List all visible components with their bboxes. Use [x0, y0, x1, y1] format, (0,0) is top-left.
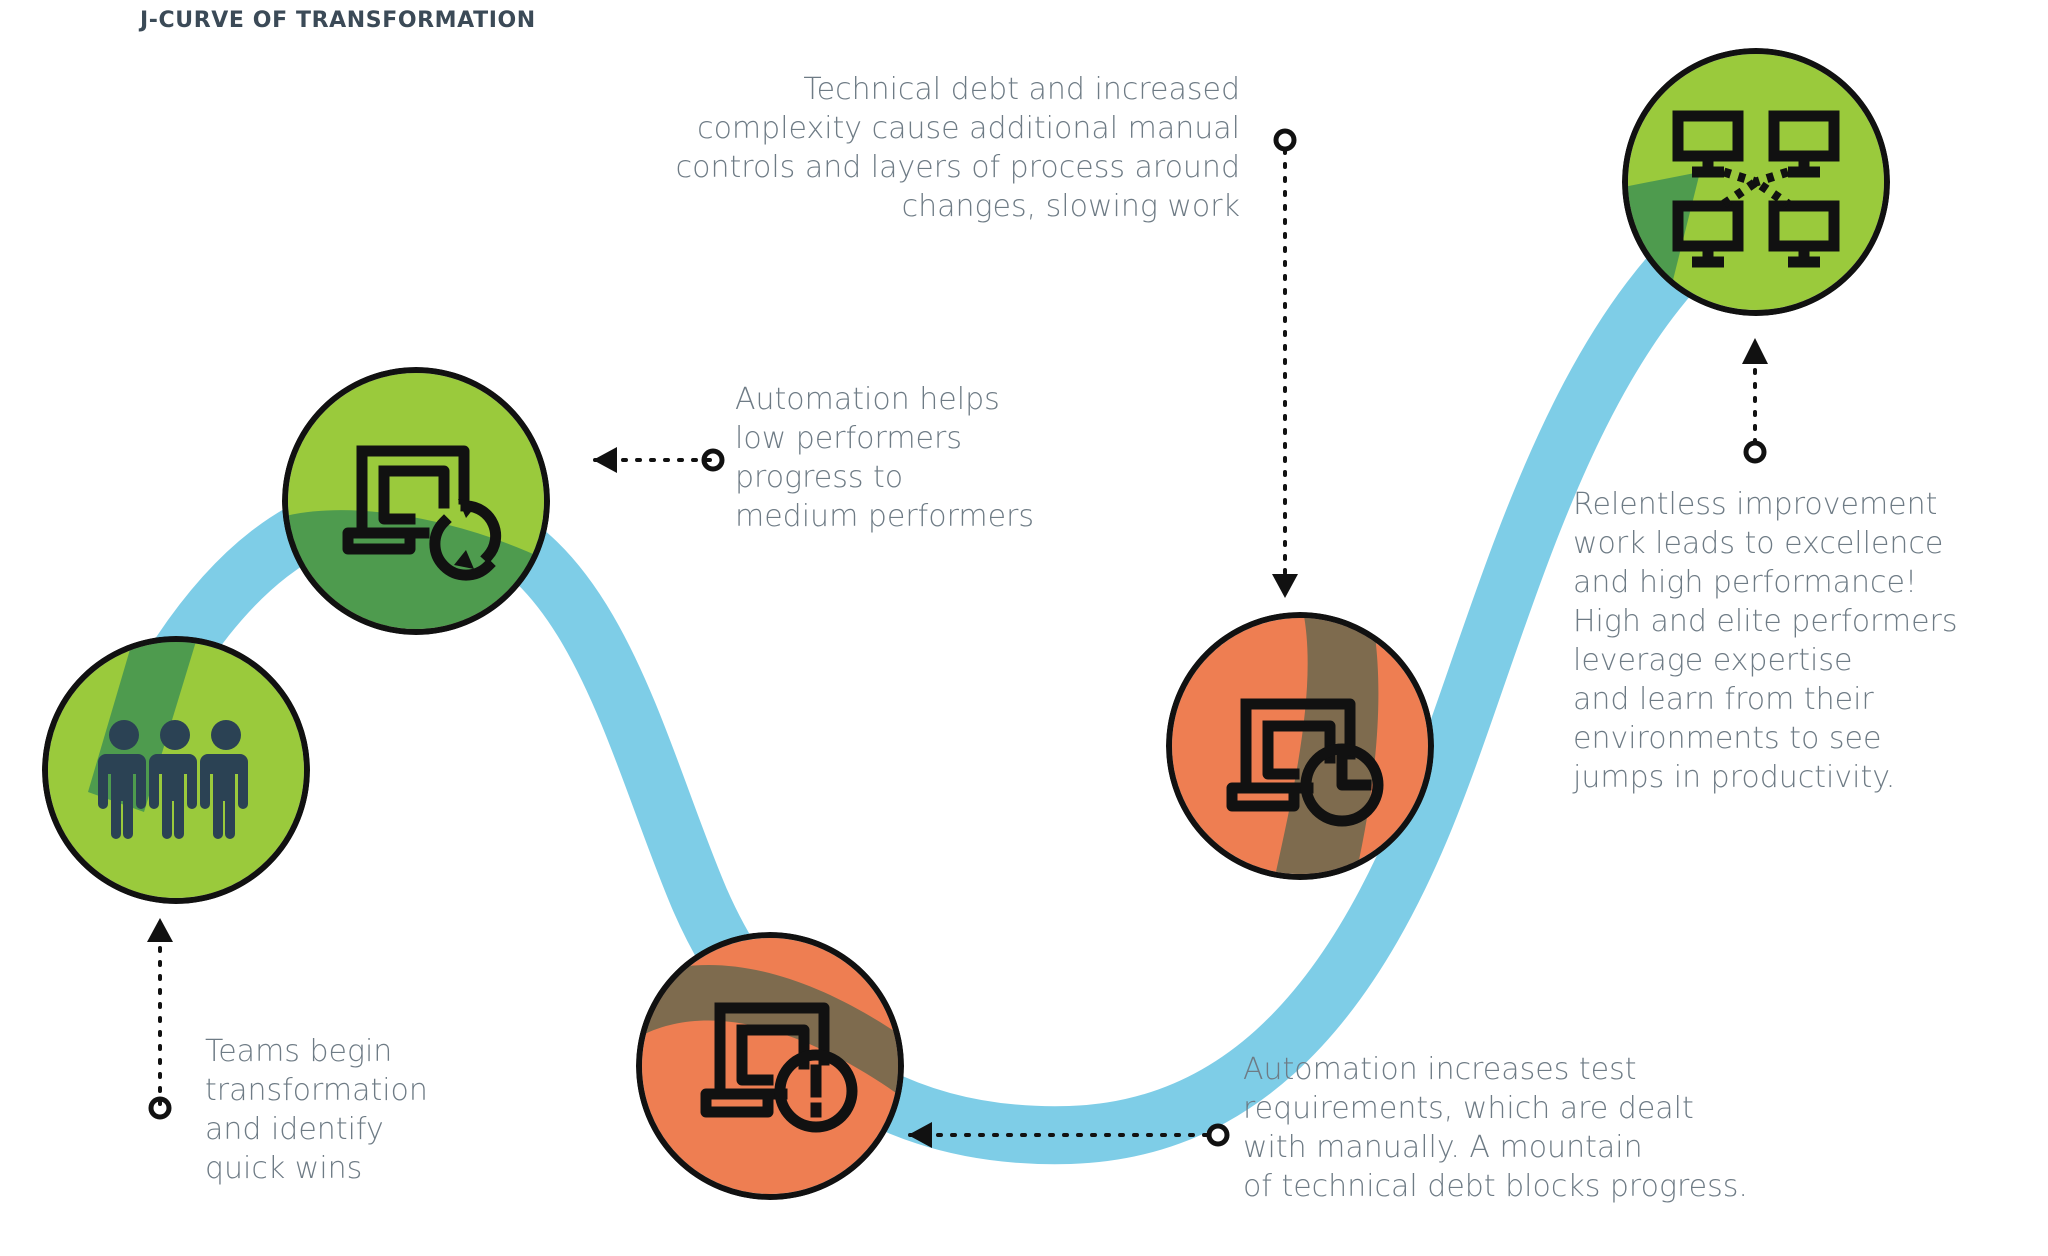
node-automation-ring: [282, 367, 550, 635]
node-slowdown[interactable]: [1166, 612, 1434, 880]
node-warning-ring: [636, 932, 904, 1200]
connector-teams-begin: [147, 918, 173, 1120]
node-excellence-ring: [1622, 48, 1890, 316]
connector-endpoint-dot: [1206, 1123, 1230, 1147]
note-automation-test: Automation increases test requirements, …: [1243, 1052, 1748, 1204]
arrowhead-left-icon: [908, 1122, 932, 1148]
node-teams-ring: [42, 636, 310, 904]
arrowhead-up-icon: [147, 918, 173, 942]
node-warning[interactable]: [636, 932, 904, 1200]
connector-automation-test: [908, 1122, 1230, 1148]
page-title: J-CURVE OF TRANSFORMATION: [140, 8, 536, 33]
connector-relentless-improvement: [1742, 338, 1768, 464]
arrowhead-down-icon: [1272, 574, 1298, 598]
node-slowdown-ring: [1166, 612, 1434, 880]
note-automation-helps: Automation helps low performers progress…: [735, 382, 1035, 534]
connector-endpoint-dot: [1273, 128, 1297, 152]
connector-automation-helps: [593, 447, 725, 473]
node-automation[interactable]: [282, 367, 550, 635]
connector-tech-debt: [1272, 128, 1298, 598]
note-relentless-improvement: Relentless improvement work leads to exc…: [1573, 487, 1958, 795]
connector-endpoint-dot: [148, 1096, 172, 1120]
arrowhead-up-icon: [1742, 338, 1768, 364]
note-tech-debt: Technical debt and increased complexity …: [675, 72, 1240, 224]
node-excellence[interactable]: [1622, 48, 1890, 316]
connector-endpoint-dot: [1743, 440, 1767, 464]
node-teams[interactable]: [42, 636, 310, 904]
connector-endpoint-dot: [701, 448, 725, 472]
note-teams-begin: Teams begin transformation and identify …: [205, 1034, 428, 1186]
arrowhead-left-icon: [593, 447, 617, 473]
